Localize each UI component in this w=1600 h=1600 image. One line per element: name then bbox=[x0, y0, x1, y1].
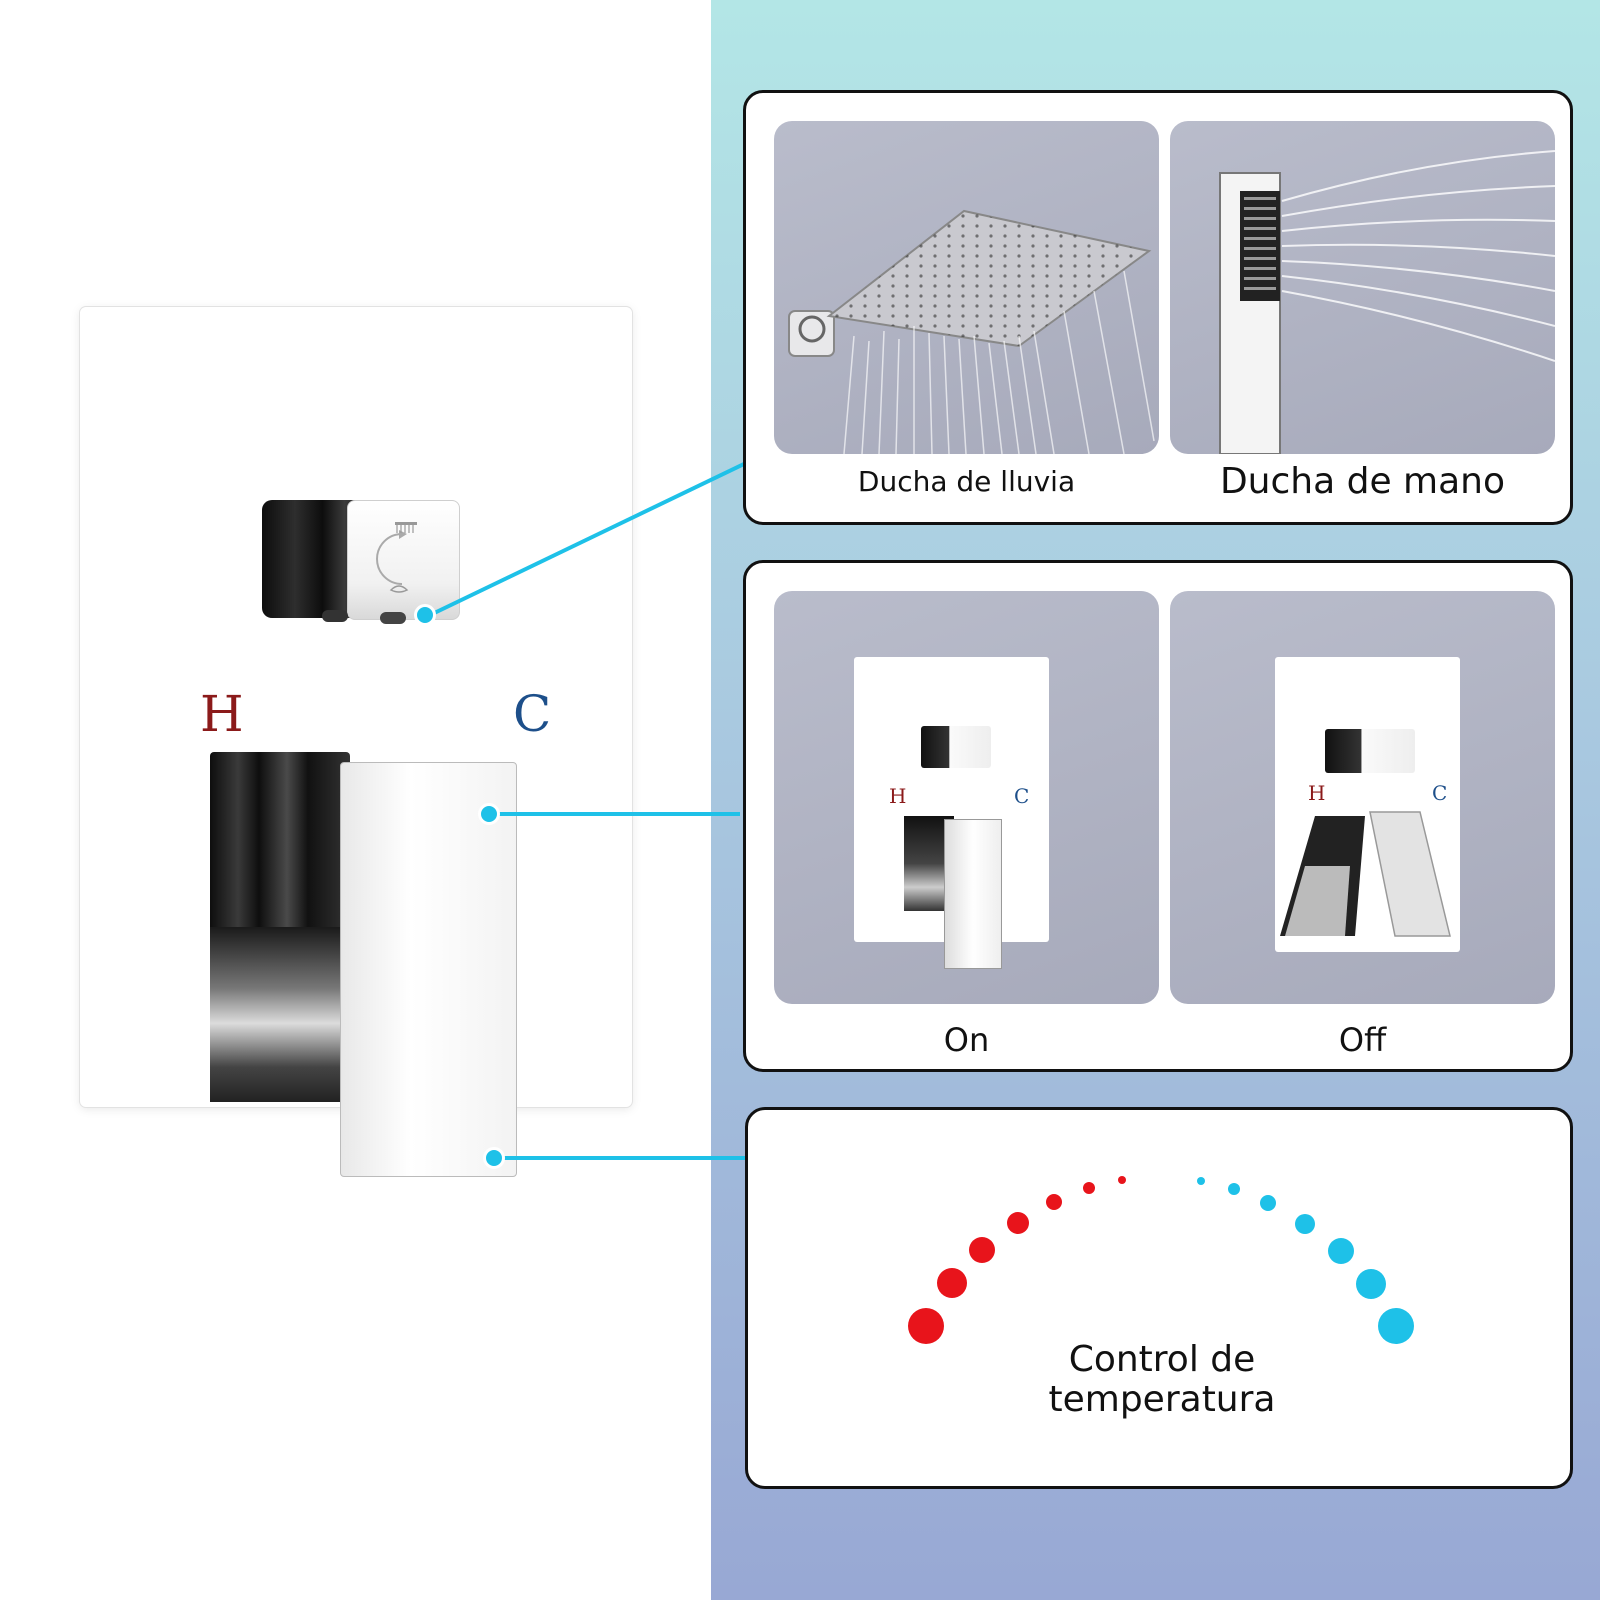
on-off-card: H C H C On Off bbox=[743, 560, 1573, 1072]
leader-line-lever-bottom bbox=[495, 1156, 745, 1160]
on-hot-label: H bbox=[889, 784, 907, 808]
on-cold-label: C bbox=[1014, 784, 1030, 808]
hot-label: H bbox=[200, 685, 244, 743]
callout-dot-lever-bottom bbox=[483, 1147, 505, 1169]
callout-dot-lever-top bbox=[478, 803, 500, 825]
callout-dot-diverter bbox=[414, 604, 436, 626]
rain-shower-photo bbox=[774, 121, 1159, 454]
rain-shower-caption: Ducha de lluvia bbox=[857, 465, 1076, 498]
temperature-caption-line1: Control de bbox=[1068, 1339, 1256, 1380]
diverter-symbol-icon bbox=[376, 522, 417, 593]
temperature-control-card: Control de temperatura bbox=[745, 1107, 1573, 1489]
valve-off-photo: H C bbox=[1170, 591, 1555, 1004]
on-caption: On bbox=[943, 1021, 990, 1059]
hand-shower-photo bbox=[1170, 121, 1555, 454]
valve-on-photo: H C bbox=[774, 591, 1159, 1004]
diverter-knob bbox=[262, 500, 462, 624]
hand-shower-caption: Ducha de mano bbox=[1219, 461, 1506, 502]
off-cold-label: C bbox=[1432, 781, 1448, 805]
shower-modes-card: Ducha de lluvia Ducha de mano bbox=[743, 90, 1573, 525]
leader-line-lever-top bbox=[490, 812, 740, 816]
temperature-arc-icon bbox=[908, 1176, 1414, 1344]
off-hot-label: H bbox=[1308, 781, 1326, 805]
mixer-lever bbox=[210, 752, 517, 1182]
temperature-caption-line2: temperatura bbox=[1048, 1379, 1276, 1420]
off-caption: Off bbox=[1338, 1021, 1387, 1059]
cold-label: C bbox=[513, 685, 552, 743]
